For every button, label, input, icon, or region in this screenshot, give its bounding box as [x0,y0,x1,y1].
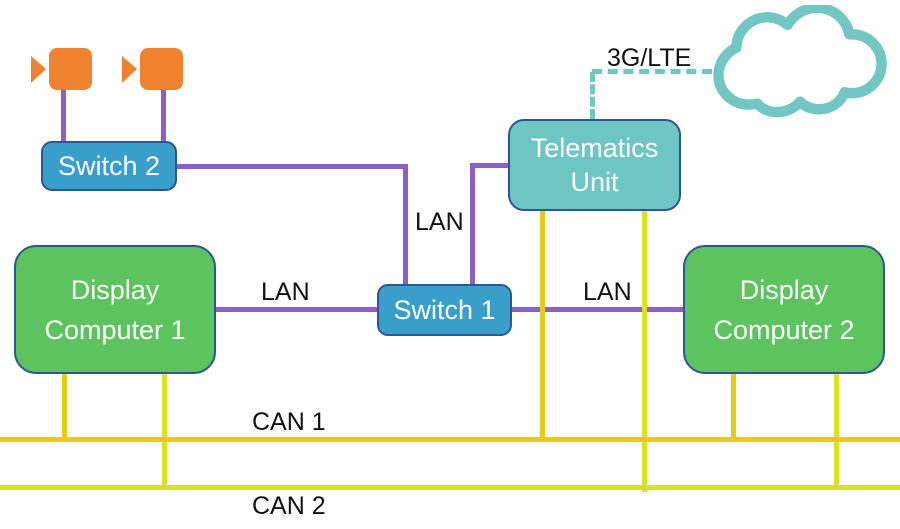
lan-label-left: LAN [261,278,310,306]
cellular-label: 3G/LTE [607,44,692,72]
node-display1-label-line2: Computer 1 [44,314,186,345]
lan-line-camera2-switch2 [161,88,166,144]
can2-bus-line [0,485,900,490]
node-display2-label-line1: Display [739,274,829,305]
can2-drop-display1 [162,373,167,490]
node-display2-label-line2: Computer 2 [713,314,855,345]
node-display1-label-line1: Display [70,274,160,305]
lan-label-right: LAN [583,278,632,306]
can2-drop-display2 [834,373,839,490]
can1-drop-display1 [62,373,67,442]
lan-line-telematics-horizontal [470,163,510,168]
cellular-link-horizontal [592,69,712,74]
can1-drop-display2 [731,373,736,442]
lan-line-switch2-switch1-vertical [403,164,408,286]
node-switch2: Switch 2 [41,141,177,191]
lan-line-switch1-display2 [510,307,685,312]
lan-line-camera1-switch2 [61,88,66,144]
node-switch2-label: Switch 2 [57,150,161,181]
can2-label: CAN 2 [252,492,326,520]
lan-line-display1-switch1 [214,307,379,312]
lan-label-top: LAN [415,208,464,236]
node-switch1-label: Switch 1 [393,294,496,325]
node-telematics-label-line2: Unit [570,167,619,197]
node-telematics-unit: Telematics Unit [508,119,681,211]
camera-icon [122,48,183,90]
lan-line-switch2-horizontal [177,164,408,169]
lan-line-telematics-switch1-vertical [470,163,475,286]
cellular-link-vertical [590,72,595,119]
cloud-icon [713,5,887,118]
camera-icon [31,48,92,90]
node-telematics-label-line1: Telematics [530,133,659,163]
node-switch1: Switch 1 [377,284,512,336]
can2-drop-telematics [642,209,647,492]
can1-label: CAN 1 [252,408,326,436]
node-display-computer2: Display Computer 2 [683,245,885,374]
can1-drop-telematics [540,209,545,442]
node-display-computer1: Display Computer 1 [14,245,216,374]
can1-bus-line [0,437,900,442]
